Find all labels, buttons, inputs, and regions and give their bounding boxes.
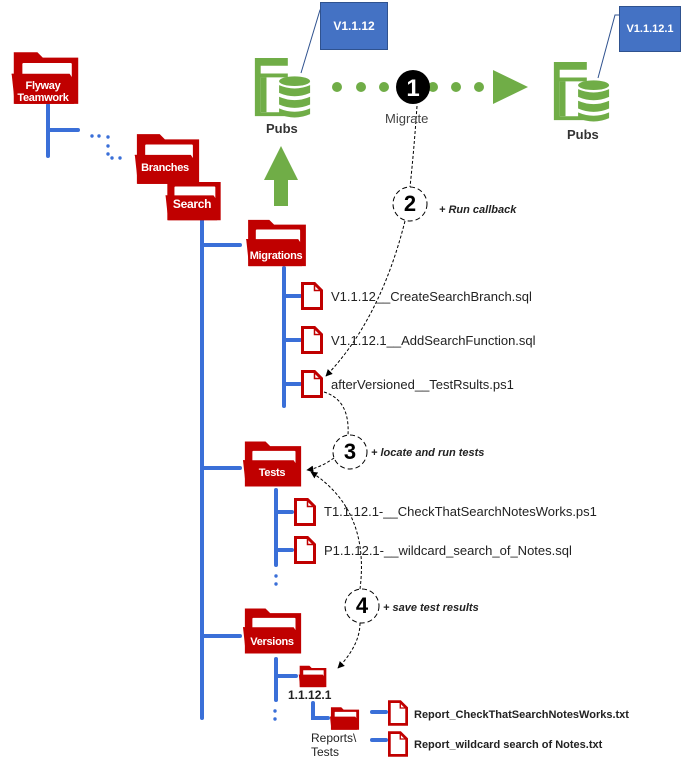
folder-reports-label[interactable]: Reports\ Tests — [311, 731, 357, 759]
test-file[interactable]: T1.1.12.1-__CheckThatSearchNotesWorks.ps… — [324, 504, 597, 519]
folder-icon-version — [298, 665, 327, 688]
step-4-label: + save test results — [383, 602, 479, 614]
database-target-label: Pubs — [567, 127, 599, 142]
migration-file[interactable]: V1.1.12.1__AddSearchFunction.sql — [331, 333, 536, 348]
folder-root-label[interactable]: Flyway Teamwork — [17, 80, 69, 104]
folder-icon-branches — [134, 134, 200, 184]
svg-text:1: 1 — [406, 75, 419, 102]
up-arrow-icon — [264, 146, 298, 206]
report-file[interactable]: Report_CheckThatSearchNotesWorks.txt — [414, 709, 629, 721]
file-icon — [294, 535, 316, 565]
step-2-label: + Run callback — [439, 204, 517, 216]
step-3-badge — [332, 434, 368, 470]
folder-version-label[interactable]: 1.1.12.1 — [288, 688, 332, 702]
file-icon — [301, 369, 323, 399]
callout-line — [597, 14, 619, 79]
version-badge-target: V1.1.12.1 — [619, 6, 681, 52]
migration-file[interactable]: V1.1.12__CreateSearchBranch.sql — [331, 289, 532, 304]
step-1-badge — [396, 70, 430, 104]
step-2-badge — [392, 186, 428, 222]
step-2-number: 2 — [403, 191, 417, 216]
database-icon-source — [254, 57, 311, 118]
folder-tests-label[interactable]: Tests — [258, 467, 286, 479]
step-1-label: Migrate — [385, 111, 429, 126]
flow-lines — [306, 105, 418, 669]
folder-icon-tests — [243, 441, 302, 487]
folder-icon-reports — [330, 707, 360, 730]
folder-migrations-label[interactable]: Migrations — [249, 250, 303, 262]
step-3-label: + locate and run tests — [371, 447, 485, 459]
version-badge-source: V1.1.12 — [320, 2, 388, 50]
folder-versions-label[interactable]: Versions — [250, 636, 294, 648]
folder-branches-label[interactable]: Branches — [141, 162, 189, 174]
step-4-number: 4 — [355, 593, 369, 618]
folder-search-label[interactable]: Search — [172, 197, 212, 211]
file-icon — [301, 281, 323, 311]
report-file[interactable]: Report_wildcard search of Notes.txt — [414, 739, 603, 751]
database-source-label: Pubs — [266, 121, 298, 136]
file-icon — [294, 497, 316, 527]
ellipsis-dots — [90, 134, 278, 721]
step-3-number: 3 — [343, 439, 357, 464]
file-icon — [388, 700, 408, 726]
callback-file[interactable]: afterVersioned__TestRsults.ps1 — [331, 377, 514, 392]
tree-lines — [46, 103, 388, 742]
file-icon — [388, 731, 408, 757]
migrate-arrow — [332, 70, 528, 104]
step-4-badge — [344, 588, 380, 624]
file-icon — [301, 325, 323, 355]
database-icon-target — [553, 61, 610, 122]
test-file[interactable]: P1.1.12.1-__wildcard_search_of_Notes.sql — [324, 543, 572, 558]
